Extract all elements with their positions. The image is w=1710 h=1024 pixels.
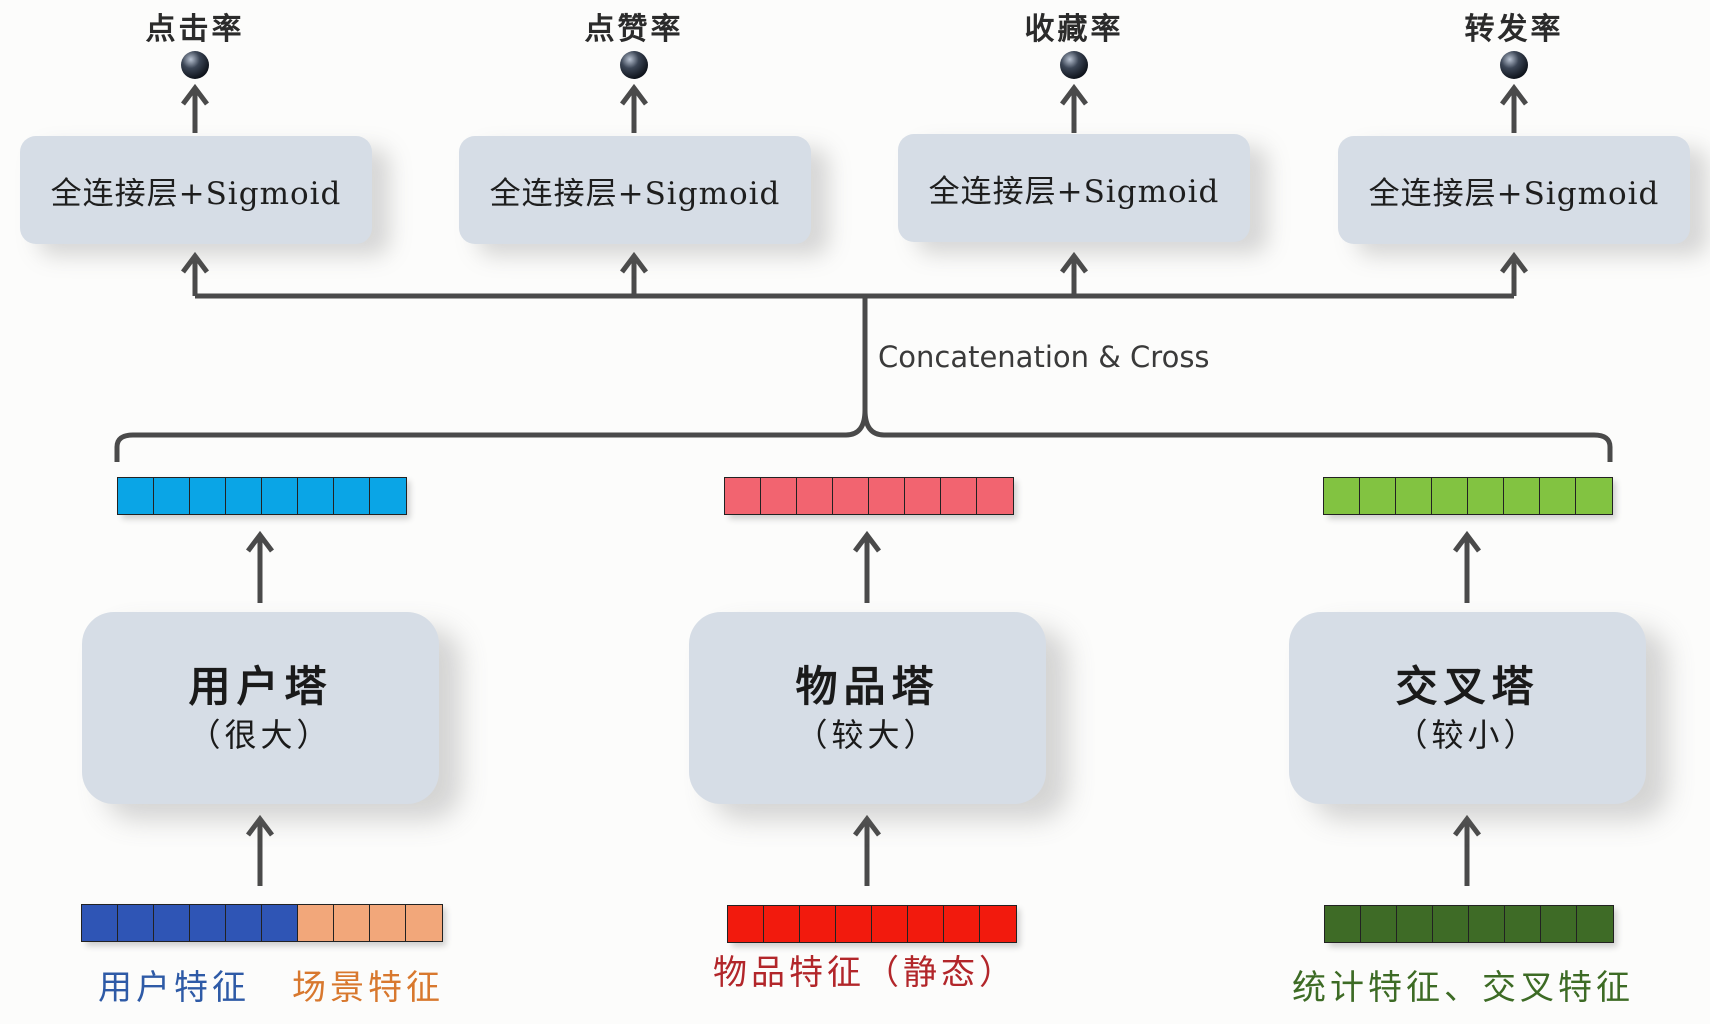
cross-feature-vector [1324, 905, 1614, 943]
metric-label-fav: 收藏率 [1024, 12, 1124, 47]
vector-cell [1540, 905, 1578, 943]
item-tower-output-vector [724, 477, 1014, 515]
tower-subtitle: （较小） [1395, 716, 1540, 754]
vector-cell [1431, 477, 1469, 515]
vector-cell [297, 904, 335, 942]
output-node-share [1500, 51, 1528, 79]
vector-cell [369, 904, 407, 942]
vector-cell [1432, 905, 1470, 943]
vector-cell [1324, 905, 1362, 943]
vector-cell [333, 904, 371, 942]
output-node-ctr [181, 51, 209, 79]
vector-cell [1576, 905, 1614, 943]
fc-sigmoid-label: 全连接层+Sigmoid [489, 175, 781, 212]
vector-cell [81, 904, 119, 942]
user-tower-box: 用户塔 （很大） [82, 612, 439, 804]
vector-cell [225, 477, 263, 515]
vector-cell [871, 905, 909, 943]
vector-cell [832, 477, 870, 515]
vector-cell [868, 477, 906, 515]
item-tower-box: 物品塔 （较大） [689, 612, 1046, 804]
arrows [114, 83, 1613, 886]
vector-cell [153, 477, 191, 515]
metric-label-ctr: 点击率 [145, 12, 245, 47]
vector-cell [1504, 905, 1542, 943]
vector-cell [153, 904, 191, 942]
vector-cell [1575, 477, 1613, 515]
item-feature-label: 物品特征（静态） [713, 953, 1017, 993]
fc-sigmoid-box-fav: 全连接层+Sigmoid [898, 134, 1250, 242]
vector-cell [369, 477, 407, 515]
cross-tower-box: 交叉塔 （较小） [1289, 612, 1646, 804]
vector-cell [1396, 905, 1434, 943]
user-scene-feature-vector [81, 904, 443, 942]
vector-cell [835, 905, 873, 943]
cross-tower-output-vector [1323, 477, 1613, 515]
output-node-like [620, 51, 648, 79]
output-node-fav [1060, 51, 1088, 79]
vector-cell [1467, 477, 1505, 515]
user-feature-label: 用户特征 [98, 968, 250, 1008]
tower-title: 物品塔 [795, 662, 940, 711]
vector-cell [261, 904, 299, 942]
metric-label-like: 点赞率 [584, 12, 684, 47]
fc-sigmoid-box-ctr: 全连接层+Sigmoid [20, 136, 372, 244]
vector-cell [189, 477, 227, 515]
fc-sigmoid-label: 全连接层+Sigmoid [50, 175, 342, 212]
vector-cell [117, 904, 155, 942]
vector-cell [943, 905, 981, 943]
vector-cell [760, 477, 798, 515]
vector-cell [907, 905, 945, 943]
vector-cell [189, 904, 227, 942]
user-tower-output-vector [117, 477, 407, 515]
vector-cell [796, 477, 834, 515]
fc-sigmoid-label: 全连接层+Sigmoid [1368, 175, 1660, 212]
fc-sigmoid-box-like: 全连接层+Sigmoid [459, 136, 811, 244]
output-nodes [181, 51, 1528, 79]
vector-cell [1360, 905, 1398, 943]
vector-cell [724, 477, 762, 515]
vector-cell [261, 477, 299, 515]
vector-cell [727, 905, 765, 943]
vector-cell [1539, 477, 1577, 515]
vector-cell [904, 477, 942, 515]
item-feature-vector [727, 905, 1017, 943]
vector-cell [1323, 477, 1361, 515]
vector-cell [333, 477, 371, 515]
vector-cell [1503, 477, 1541, 515]
vector-cell [405, 904, 443, 942]
vector-cell [297, 477, 335, 515]
vector-cell [799, 905, 837, 943]
vector-cell [1468, 905, 1506, 943]
tower-subtitle: （较大） [795, 716, 940, 754]
vector-cell [940, 477, 978, 515]
tower-title: 用户塔 [188, 662, 333, 711]
concatenation-cross-label: Concatenation & Cross [878, 340, 1210, 374]
vector-cell [1395, 477, 1433, 515]
metric-label-share: 转发率 [1464, 12, 1564, 47]
fc-sigmoid-label: 全连接层+Sigmoid [928, 173, 1220, 210]
scene-feature-label: 场景特征 [292, 968, 444, 1008]
vector-cell [225, 904, 263, 942]
vector-cell [763, 905, 801, 943]
vector-cell [976, 477, 1014, 515]
cross-feature-label: 统计特征、交叉特征 [1292, 968, 1634, 1008]
tower-title: 交叉塔 [1395, 662, 1540, 711]
tower-subtitle: （很大） [188, 716, 333, 754]
vector-cell [1359, 477, 1397, 515]
vector-cell [117, 477, 155, 515]
vector-cell [979, 905, 1017, 943]
fc-sigmoid-box-share: 全连接层+Sigmoid [1338, 136, 1690, 244]
